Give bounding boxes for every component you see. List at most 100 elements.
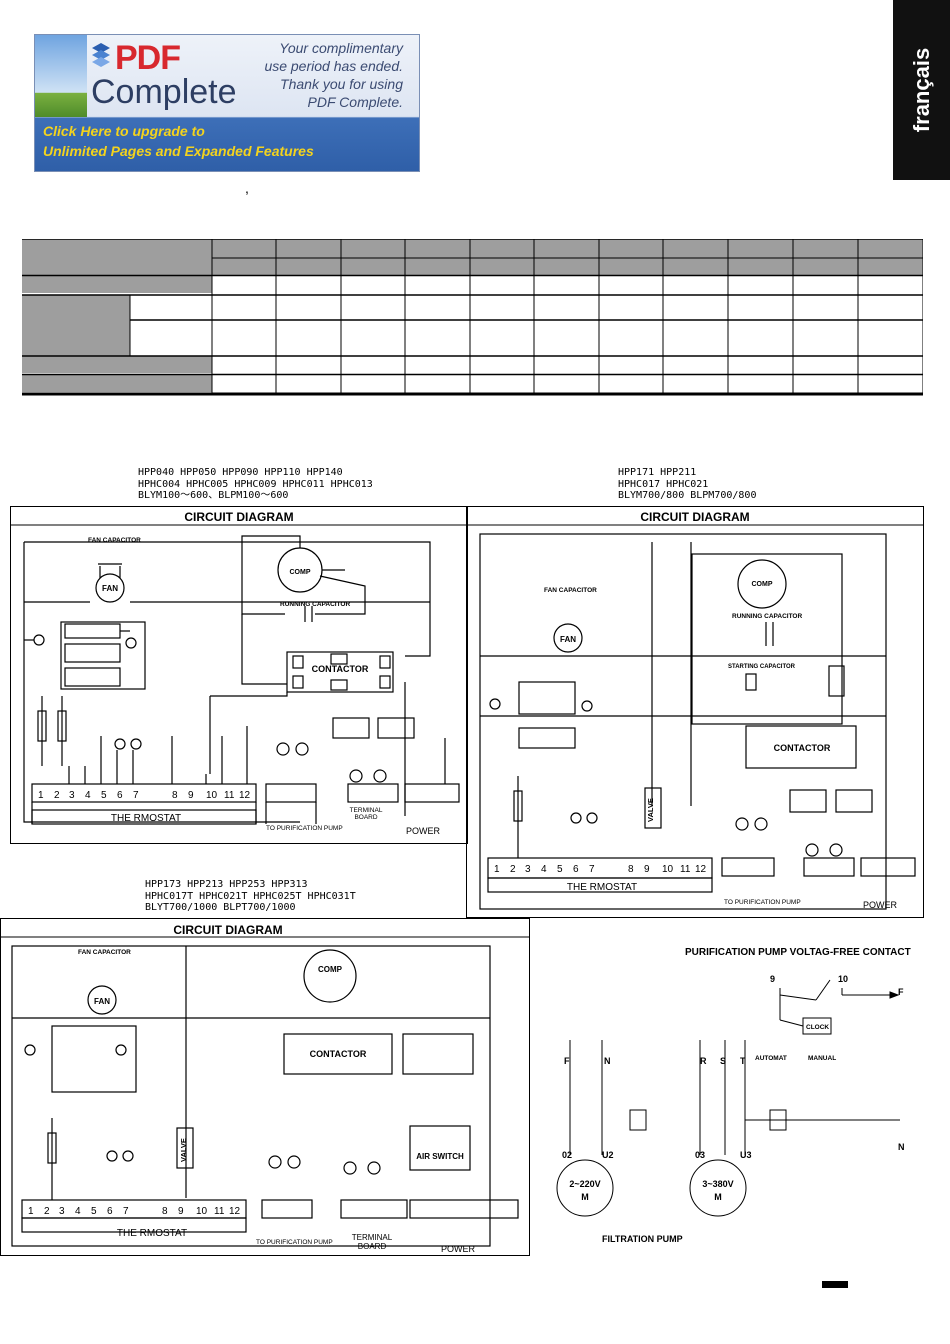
comp-label: COMP bbox=[290, 569, 311, 576]
power-label-3: POWER bbox=[441, 1244, 476, 1254]
svg-text:3: 3 bbox=[525, 864, 531, 875]
pump-diagram-title: PURIFICATION PUMP VOLTAG-FREE CONTACT bbox=[685, 947, 911, 958]
filtration-label: FILTRATION PUMP bbox=[602, 1234, 683, 1244]
pump-r: R bbox=[700, 1056, 707, 1066]
footer-mark bbox=[822, 1281, 848, 1288]
circuit-diagram-2: CIRCUIT DIAGRAM FAN COMP CONTACTOR VA bbox=[466, 506, 924, 918]
running-capacitor-label: RUNNING CAPACITOR bbox=[280, 601, 350, 608]
svg-text:9: 9 bbox=[644, 864, 650, 875]
pump-ten: 10 bbox=[838, 974, 848, 984]
pump-n-left: N bbox=[604, 1056, 611, 1066]
svg-text:10: 10 bbox=[196, 1206, 208, 1217]
air-switch-label-3: AIR SWITCH bbox=[416, 1152, 464, 1161]
svg-text:8: 8 bbox=[628, 864, 634, 875]
svg-text:5: 5 bbox=[91, 1206, 97, 1217]
svg-text:1: 1 bbox=[494, 864, 500, 875]
to-pump-label-1: TO PURIFICATION PUMP bbox=[266, 825, 343, 832]
svg-text:6: 6 bbox=[107, 1206, 113, 1217]
pump-f-out: F bbox=[898, 987, 904, 997]
svg-text:12: 12 bbox=[695, 864, 707, 875]
svg-text:7: 7 bbox=[133, 790, 139, 801]
svg-text:6: 6 bbox=[573, 864, 579, 875]
svg-text:4: 4 bbox=[541, 864, 547, 875]
svg-text:1: 1 bbox=[38, 790, 44, 801]
fan-capacitor-label-2: FAN CAPACITOR bbox=[544, 587, 597, 594]
language-tab-label: français bbox=[908, 47, 934, 133]
clock-label: CLOCK bbox=[806, 1024, 829, 1031]
circuit-diagram-3: CIRCUIT DIAGRAM FAN COMP CONTACTOR VALVE… bbox=[0, 918, 530, 1256]
svg-text:10: 10 bbox=[662, 864, 674, 875]
svg-text:8: 8 bbox=[172, 790, 178, 801]
m2-top-left: 03 bbox=[695, 1150, 705, 1160]
diagram1-models: HPP040 HPP050 HPP090 HPP110 HPP140 HPHC0… bbox=[138, 467, 373, 501]
thermostat-label-3: THE RMOSTAT bbox=[117, 1228, 187, 1239]
svg-text:4: 4 bbox=[75, 1206, 81, 1217]
svg-text:3: 3 bbox=[69, 790, 75, 801]
purification-pump-diagram: PURIFICATION PUMP VOLTAG-FREE CONTACT 9 … bbox=[556, 947, 911, 1244]
svg-text:9: 9 bbox=[178, 1206, 184, 1217]
m2-m: M bbox=[714, 1192, 722, 1202]
contactor-label: CONTACTOR bbox=[312, 664, 369, 674]
svg-text:2: 2 bbox=[54, 790, 60, 801]
valve-label-3: VALVE bbox=[179, 1138, 188, 1162]
svg-text:7: 7 bbox=[589, 864, 595, 875]
comp-label-2: COMP bbox=[752, 581, 773, 588]
diagram2-title: CIRCUIT DIAGRAM bbox=[640, 510, 749, 524]
fan-label: FAN bbox=[102, 584, 118, 593]
contactor-label-2: CONTACTOR bbox=[774, 743, 831, 753]
stray-mark: , bbox=[245, 180, 249, 196]
m1-top-right: U2 bbox=[602, 1150, 614, 1160]
m2-volt: 3~380V bbox=[702, 1179, 733, 1189]
svg-text:12: 12 bbox=[229, 1206, 241, 1217]
m2-top-right: U3 bbox=[740, 1150, 752, 1160]
diagram3-title: CIRCUIT DIAGRAM bbox=[173, 923, 282, 937]
fan-label-2: FAN bbox=[560, 635, 576, 644]
svg-text:4: 4 bbox=[85, 790, 91, 801]
svg-text:12: 12 bbox=[239, 790, 251, 801]
running-capacitor-label-2: RUNNING CAPACITOR bbox=[732, 613, 802, 620]
pump-nine: 9 bbox=[770, 974, 775, 984]
pump-n-right: N bbox=[898, 1142, 905, 1152]
circuit-diagram-1: CIRCUIT DIAGRAM bbox=[10, 506, 468, 844]
svg-text:2: 2 bbox=[510, 864, 516, 875]
contactor-label-3: CONTACTOR bbox=[310, 1049, 367, 1059]
svg-text:1: 1 bbox=[28, 1206, 34, 1217]
svg-text:10: 10 bbox=[206, 790, 218, 801]
fan-capacitor-label: FAN CAPACITOR bbox=[88, 537, 141, 544]
power-label-2: POWER bbox=[863, 900, 898, 910]
svg-text:6: 6 bbox=[117, 790, 123, 801]
banner-upgrade-link[interactable]: Click Here to upgrade to Unlimited Pages… bbox=[43, 123, 314, 159]
svg-text:3: 3 bbox=[59, 1206, 65, 1217]
comp-label-3: COMP bbox=[318, 965, 343, 974]
pump-s: S bbox=[720, 1056, 726, 1066]
svg-text:9: 9 bbox=[188, 790, 194, 801]
svg-text:11: 11 bbox=[224, 790, 235, 801]
banner-logo-pdf: PDF bbox=[115, 39, 181, 77]
svg-text:11: 11 bbox=[214, 1206, 225, 1217]
upgrade-banner[interactable]: PDF Complete Your complimentary use peri… bbox=[34, 34, 420, 172]
pdf-layers-icon bbox=[92, 43, 110, 67]
diagram3-models: HPP173 HPP213 HPP253 HPP313 HPHC017T HPH… bbox=[145, 879, 356, 913]
svg-text:8: 8 bbox=[162, 1206, 168, 1217]
banner-illustration bbox=[35, 35, 87, 117]
to-pump-label-3: TO PURIFICATION PUMP bbox=[256, 1239, 333, 1246]
m1-m: M bbox=[581, 1192, 589, 1202]
manual-label: MANUAL bbox=[808, 1055, 836, 1062]
m1-volt: 2~220V bbox=[569, 1179, 600, 1189]
power-label-1: POWER bbox=[406, 826, 441, 836]
automat-label: AUTOMAT bbox=[755, 1055, 787, 1062]
svg-text:5: 5 bbox=[557, 864, 563, 875]
svg-text:7: 7 bbox=[123, 1206, 129, 1217]
thermostat-label-1: THE RMOSTAT bbox=[111, 813, 181, 824]
svg-text:11: 11 bbox=[680, 864, 691, 875]
fan-capacitor-label-3: FAN CAPACITOR bbox=[78, 949, 131, 956]
to-pump-label-2: TO PURIFICATION PUMP bbox=[724, 899, 801, 906]
diagram2-models: HPP171 HPP211 HPHC017 HPHC021 BLYM700/80… bbox=[618, 467, 757, 501]
spec-table bbox=[22, 239, 923, 396]
valve-label-2: VALVE bbox=[646, 798, 655, 822]
diagram1-title: CIRCUIT DIAGRAM bbox=[184, 510, 293, 524]
language-tab[interactable]: français bbox=[893, 0, 950, 180]
